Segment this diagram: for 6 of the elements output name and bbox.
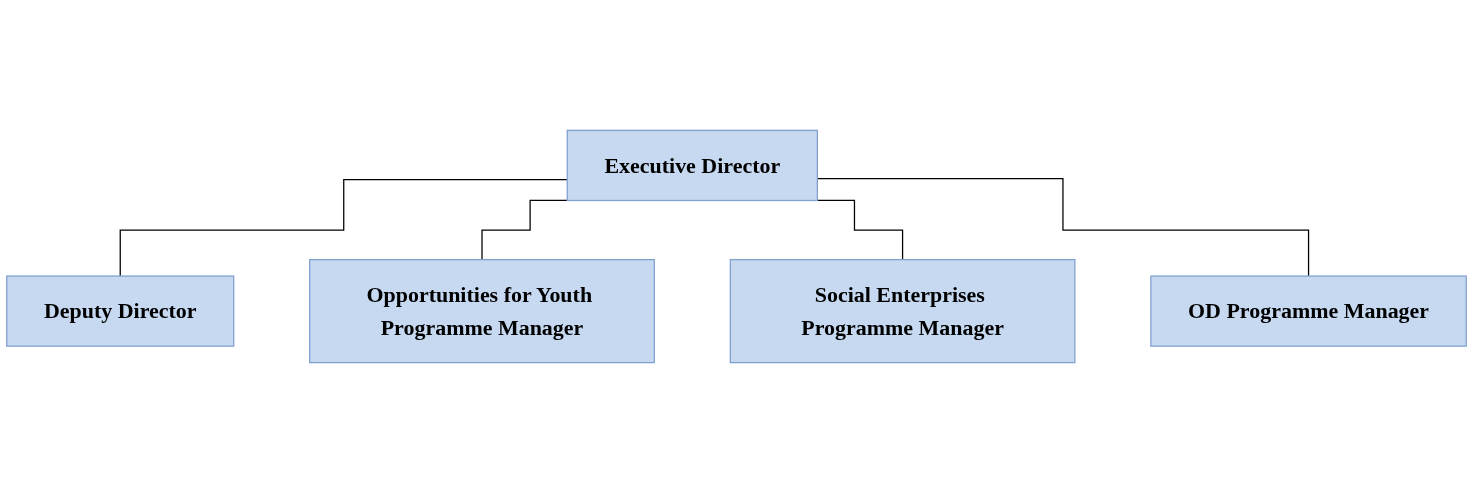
node-box: OD Programme Manager [1150, 275, 1467, 347]
node-box: Deputy Director [6, 275, 235, 347]
connector [119, 178, 568, 277]
node-box: Opportunities for Youth Programme Manager [309, 258, 655, 364]
node-box: Social Enterprises Programme Manager [729, 258, 1076, 364]
node-box: Executive Director [566, 129, 818, 202]
